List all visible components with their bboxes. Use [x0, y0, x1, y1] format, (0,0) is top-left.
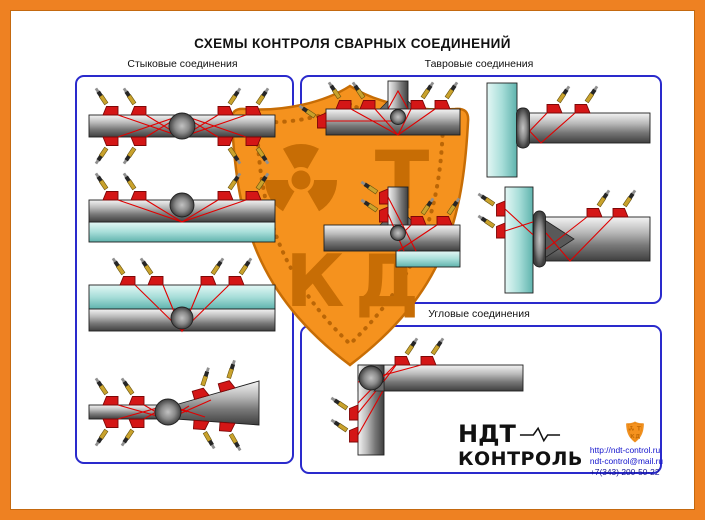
weld-seam — [358, 365, 384, 391]
weld-seam — [168, 112, 196, 140]
ultrasonic-probe-icon — [245, 86, 271, 116]
ultrasonic-probe-icon — [297, 103, 327, 129]
logo-ndt-text: НДТ — [458, 420, 516, 448]
tee-scheme-4 — [476, 186, 651, 294]
ultrasonic-probe-icon — [245, 136, 271, 166]
pulse-line-icon — [519, 426, 560, 443]
phone-number: +7(343) 200-50-22 — [589, 467, 660, 477]
weld-seam — [390, 109, 406, 125]
corner-scheme-1 — [329, 336, 524, 456]
ultrasonic-probe-icon — [586, 188, 612, 218]
butt-scheme-2 — [88, 171, 276, 243]
ultrasonic-probe-icon — [329, 395, 359, 421]
tee-scheme-1 — [297, 80, 461, 136]
ultrasonic-probe-icon — [217, 136, 243, 166]
butt-joints-label: Стыковые соединения — [127, 58, 238, 70]
weld-seam — [154, 398, 182, 426]
ultrasonic-probe-icon — [612, 188, 638, 218]
weld-seam — [169, 192, 195, 218]
tee-joint-diagrams — [297, 80, 651, 294]
butt-scheme-3 — [88, 256, 276, 333]
ultrasonic-probe-icon — [138, 256, 164, 286]
corner-joint-diagram — [329, 336, 524, 456]
ultrasonic-probe-icon — [217, 86, 243, 116]
ultrasonic-probe-icon — [93, 171, 119, 201]
ultrasonic-probe-icon — [574, 84, 600, 114]
ultrasonic-probe-icon — [329, 417, 359, 443]
ultrasonic-probe-icon — [436, 196, 462, 226]
ultrasonic-probe-icon — [326, 80, 352, 110]
ultrasonic-probe-icon — [119, 418, 145, 448]
email-link: ndt-control@mail.ru — [589, 456, 664, 466]
logo-wordmark: НДТ КОНТРОЛЬ — [458, 421, 583, 478]
ultrasonic-probe-icon — [110, 256, 136, 286]
ultrasonic-probe-icon — [200, 256, 226, 286]
website-link: http://ndt-control.ru — [589, 445, 661, 455]
ultrasonic-probe-icon — [93, 86, 119, 116]
ultrasonic-probe-icon — [420, 336, 446, 366]
ultrasonic-probe-icon — [119, 376, 145, 406]
ultrasonic-probe-icon — [217, 171, 243, 201]
ultrasonic-probe-icon — [350, 80, 376, 110]
ndt-shield-icon — [626, 421, 644, 443]
ultrasonic-probe-icon — [93, 136, 119, 166]
tee-scheme-3 — [323, 179, 462, 268]
weld-seam — [516, 107, 530, 149]
ultrasonic-probe-icon — [93, 376, 119, 406]
butt-joint-diagrams — [88, 86, 276, 453]
butt-scheme-4 — [88, 358, 260, 453]
weld-seam — [533, 210, 546, 268]
contact-block: http://ndt-control.ru ndt-control@mail.r… — [590, 421, 680, 478]
tee-joints-label: Тавровые соединения — [424, 58, 534, 70]
ultrasonic-probe-icon — [191, 419, 219, 451]
weld-seam — [390, 225, 406, 241]
ultrasonic-probe-icon — [121, 86, 147, 116]
weld-seam — [170, 306, 194, 330]
corner-joints-label: Угловые соединения — [428, 308, 530, 320]
ultrasonic-probe-icon — [245, 171, 271, 201]
tee-scheme-2 — [486, 82, 651, 178]
corner-joints-panel — [300, 325, 662, 474]
ultrasonic-probe-icon — [228, 256, 254, 286]
ultrasonic-probe-icon — [476, 213, 506, 239]
ultrasonic-probe-icon — [217, 421, 245, 453]
ultrasonic-probe-icon — [121, 136, 147, 166]
ultrasonic-probe-icon — [121, 171, 147, 201]
ultrasonic-probe-icon — [546, 84, 572, 114]
butt-scheme-1 — [88, 86, 276, 166]
logo-block: НДТ КОНТРОЛЬ http://ndt-control.ru ndt-c… — [458, 421, 680, 478]
logo-kontrol-text: КОНТРОЛЬ — [458, 448, 583, 470]
ultrasonic-probe-icon — [434, 80, 460, 110]
ultrasonic-probe-icon — [476, 191, 506, 217]
ultrasonic-probe-icon — [93, 418, 119, 448]
ultrasonic-probe-icon — [410, 196, 436, 226]
poster-title: СХЕМЫ КОНТРОЛЯ СВАРНЫХ СОЕДИНЕНИЙ — [194, 36, 511, 51]
ultrasonic-probe-icon — [410, 80, 436, 110]
ultrasonic-probe-icon — [394, 336, 420, 366]
